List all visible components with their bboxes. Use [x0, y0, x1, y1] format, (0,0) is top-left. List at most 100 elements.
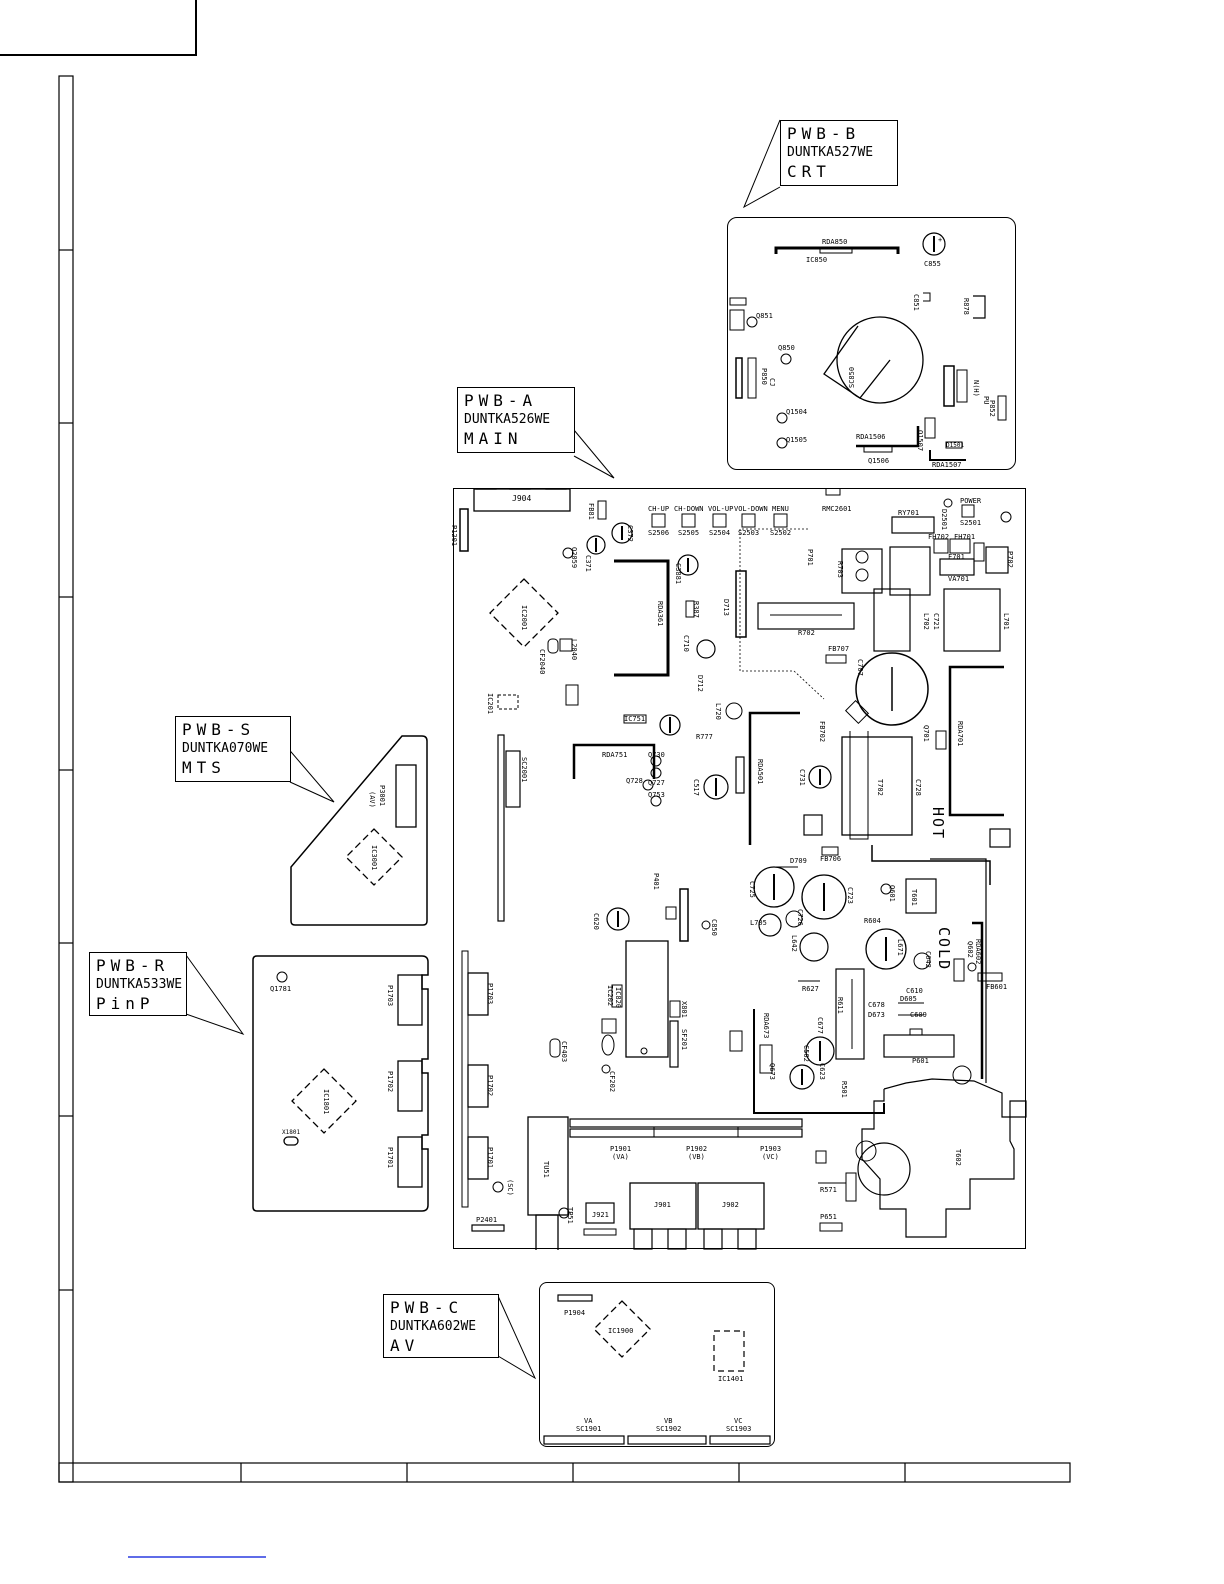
- label-f701: F701: [948, 553, 965, 561]
- callout-pwb-s-part: DUNTKA070WE: [182, 741, 269, 756]
- label-c707: C707: [856, 659, 864, 676]
- label-q851: Q851: [756, 312, 773, 320]
- label-c609: C609: [910, 1011, 927, 1019]
- label-l701: L701: [1002, 613, 1010, 630]
- label-r571: R571: [820, 1186, 837, 1194]
- label-p651: P651: [820, 1213, 837, 1221]
- callout-pwb-r: PWB-R DUNTKA533WE PinP: [89, 952, 187, 1016]
- label-c731: C731: [798, 769, 806, 786]
- callout-pwb-r-func: PinP: [96, 994, 155, 1013]
- label-va: (VA): [612, 1153, 629, 1161]
- label-j902: J902: [722, 1201, 739, 1209]
- label-c372: C372: [626, 525, 634, 542]
- label-c728: C728: [914, 779, 922, 796]
- label-rmc2601: RMC2601: [822, 505, 852, 513]
- label-c642: C642: [924, 951, 932, 968]
- label-j921: J921: [592, 1211, 609, 1219]
- label-sf201: SF201: [680, 1029, 688, 1051]
- label-ic1401: IC1401: [718, 1375, 744, 1383]
- label-r703: R703: [836, 561, 844, 578]
- label-c710: C710: [682, 635, 690, 652]
- label-fb702: FB702: [818, 721, 826, 743]
- label-ic2001: IC2001: [520, 605, 528, 631]
- label-q1781: Q1781: [270, 985, 292, 993]
- label-av: (AV): [368, 791, 376, 808]
- label-d2501: D2501: [940, 509, 948, 531]
- label-j904: J904: [512, 494, 532, 503]
- pwb-c-board: P1904 IC1900 IC1401 VA SC1901 VB SC1902 …: [539, 1282, 775, 1447]
- label-cf2040: CF2040: [538, 649, 546, 675]
- label-p601: P601: [912, 1057, 929, 1065]
- label-s2506: S2506: [648, 529, 670, 537]
- label-p1702: P1702: [486, 1075, 494, 1097]
- label-c623: C623: [818, 1063, 826, 1080]
- label-tu51: TU51: [542, 1161, 550, 1178]
- label-rda1507: RDA1507: [932, 461, 962, 469]
- label-q602: Q602: [966, 941, 974, 958]
- pwb-s-outline: [290, 735, 428, 926]
- pwb-a-traces: [459, 489, 1027, 1250]
- label-l720: L720: [714, 703, 722, 720]
- label-c610: C610: [906, 987, 923, 995]
- label-rda501: RDA501: [756, 759, 764, 785]
- label-c851: C851: [912, 294, 920, 311]
- label-fb707: FB707: [828, 645, 850, 653]
- label-vc: (VC): [762, 1153, 779, 1161]
- label-c371: C371: [584, 555, 592, 572]
- label-c517: C517: [692, 779, 700, 796]
- label-p1201: P1201: [450, 525, 458, 547]
- callout-pwb-c-name: PWB-C: [390, 1298, 464, 1317]
- label-l671: L671: [896, 939, 904, 956]
- label-fb601: FB601: [986, 983, 1008, 991]
- label-t601: T601: [910, 889, 918, 906]
- label-ch-up: CH-UP: [648, 505, 670, 513]
- pwb-b-traces: +: [729, 232, 1007, 461]
- label-ic751: IC751: [624, 715, 646, 723]
- label-rda1506: RDA1506: [856, 433, 886, 441]
- label-c3881: C3881: [674, 563, 682, 585]
- callout-pwb-s: PWB-S DUNTKA070WE MTS: [175, 716, 291, 782]
- label-q1505: Q1505: [786, 436, 808, 444]
- label-p1701-r: P1701: [386, 1147, 394, 1169]
- label-c725: C725: [748, 881, 756, 898]
- label-p1903: P1903: [760, 1145, 782, 1153]
- label-p1904: P1904: [564, 1309, 586, 1317]
- label-c721: C721: [932, 613, 940, 630]
- label-d1501: D1501: [946, 442, 965, 449]
- label-d712: D712: [696, 675, 704, 692]
- svg-text:+: +: [938, 236, 942, 244]
- label-p401: P401: [652, 873, 660, 890]
- callout-pwb-b: PWB-B DUNTKA527WE CRT: [780, 120, 898, 186]
- label-cj: CJ: [768, 378, 776, 387]
- label-ic202: IC202: [606, 985, 614, 1007]
- label-x1801: X1801: [282, 1129, 301, 1136]
- label-p1703-r: P1703: [386, 985, 394, 1007]
- label-s2503: S2503: [738, 529, 760, 537]
- label-d709: D709: [790, 857, 807, 865]
- callout-pwb-c: PWB-C DUNTKA602WE AV: [383, 1294, 499, 1358]
- label-q1504: Q1504: [786, 408, 808, 416]
- label-c502: C502: [802, 1045, 810, 1062]
- label-r604: R604: [864, 917, 881, 925]
- label-pu: PU: [982, 396, 990, 405]
- label-c620: C620: [592, 913, 600, 930]
- callout-pwb-a: PWB-A DUNTKA526WE MAIN: [457, 387, 575, 453]
- label-d673: D673: [868, 1011, 885, 1019]
- label-vol-up: VOL-UP: [708, 505, 734, 513]
- label-x801: X801: [680, 1001, 688, 1018]
- label-l705: L705: [750, 919, 767, 927]
- label-c850: C850: [710, 919, 718, 936]
- label-sc1901: SC1901: [576, 1425, 602, 1433]
- label-r611: R611: [836, 997, 844, 1014]
- label-tp51: TP51: [566, 1207, 574, 1224]
- callout-pwb-b-func: CRT: [787, 162, 831, 181]
- label-ic820: IC820: [614, 987, 622, 1009]
- label-c855: C855: [924, 260, 941, 268]
- label-d605: D605: [900, 995, 917, 1003]
- label-r878: R878: [962, 298, 970, 315]
- callout-pwb-c-func: AV: [390, 1336, 420, 1355]
- label-ic201: IC201: [486, 693, 494, 715]
- label-hot: HOT: [929, 807, 947, 841]
- callout-pwb-a-func: MAIN: [464, 429, 523, 448]
- label-nh: N(H): [972, 380, 980, 397]
